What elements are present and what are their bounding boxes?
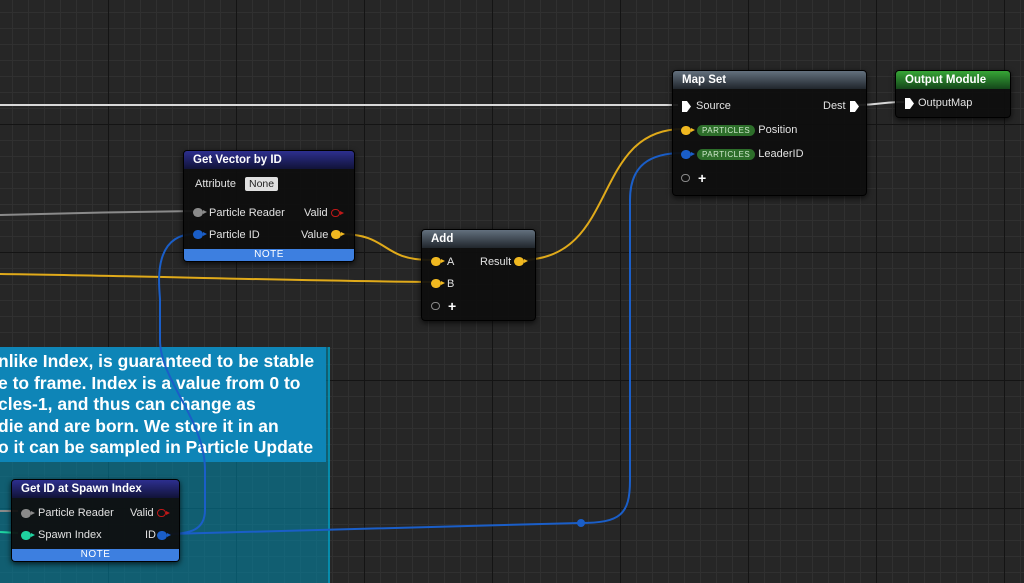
particle-reader-pin[interactable] (193, 208, 207, 217)
attribute-label: Attribute (195, 178, 236, 190)
position-label: Position (758, 124, 798, 136)
output-map-label: OutputMap (918, 97, 973, 109)
b-wire (0, 273, 432, 283)
map-set-node[interactable]: Map Set Source Dest PARTICLES Position P… (672, 70, 867, 196)
particle-id-wire (158, 233, 206, 535)
result-pin[interactable] (514, 257, 528, 266)
add-pin-plus-icon[interactable]: + (448, 298, 457, 314)
particles-tag: PARTICLES (697, 124, 756, 136)
valid-pin[interactable] (157, 509, 170, 517)
valid-pin[interactable] (331, 209, 344, 217)
note-bar[interactable]: NOTE (184, 249, 354, 261)
reader-wire (0, 210, 198, 216)
source-exec-pin[interactable] (682, 101, 691, 112)
attribute-combo[interactable]: None (245, 177, 279, 191)
particle-reader-label: Particle Reader (38, 507, 114, 519)
source-label: Source (696, 100, 731, 112)
node-title[interactable]: Add (422, 230, 535, 248)
particle-id-pin[interactable] (193, 230, 207, 239)
output-map-exec-pin[interactable] (905, 98, 914, 109)
node-title[interactable]: Get Vector by ID (184, 151, 354, 169)
leader-id-pin[interactable] (681, 150, 695, 159)
particle-reader-label: Particle Reader (209, 207, 285, 219)
leader-id-row: PARTICLES LeaderID (697, 147, 804, 161)
spawn-index-pin[interactable] (21, 531, 35, 540)
leader-id-label: LeaderID (758, 148, 804, 160)
add-pin-socket[interactable] (431, 302, 440, 310)
b-label: B (447, 278, 455, 290)
dest-label: Dest (823, 100, 846, 112)
particle-id-label: Particle ID (209, 229, 260, 241)
valid-label: Valid (304, 207, 328, 219)
get-vector-by-id-node[interactable]: Get Vector by ID Attribute None Particle… (183, 150, 355, 262)
output-module-node[interactable]: Output Module OutputMap (895, 70, 1011, 118)
value-label: Value (301, 229, 329, 241)
reroute-knot (577, 519, 585, 527)
valid-label: Valid (130, 507, 154, 519)
add-pin-socket[interactable] (681, 174, 690, 182)
dest-exec-pin[interactable] (850, 101, 859, 112)
result-label: Result (480, 256, 512, 268)
particles-tag: PARTICLES (697, 148, 756, 160)
spawn-index-label: Spawn Index (38, 529, 102, 541)
a-pin[interactable] (431, 257, 445, 266)
node-title[interactable]: Map Set (673, 71, 866, 89)
get-id-at-spawn-index-node[interactable]: Get ID at Spawn Index Particle Reader Va… (11, 479, 180, 562)
value-pin[interactable] (331, 230, 345, 239)
comment-text: nlike Index, is guaranteed to be stable … (0, 351, 315, 457)
comment-header[interactable]: nlike Index, is guaranteed to be stable … (0, 347, 326, 462)
b-pin[interactable] (431, 279, 445, 288)
a-label: A (447, 256, 455, 268)
add-pin-plus-icon[interactable]: + (698, 170, 707, 186)
result-wire (520, 128, 684, 261)
note-bar[interactable]: NOTE (12, 549, 179, 561)
comment-box[interactable]: nlike Index, is guaranteed to be stable … (0, 347, 330, 583)
node-title[interactable]: Output Module (896, 71, 1010, 89)
id-wire (167, 152, 684, 535)
particle-reader-pin[interactable] (21, 509, 35, 518)
add-node[interactable]: Add A Result B + (421, 229, 536, 321)
id-label: ID (145, 529, 156, 541)
position-row: PARTICLES Position (697, 123, 797, 137)
node-title[interactable]: Get ID at Spawn Index (12, 480, 179, 498)
id-pin[interactable] (157, 531, 171, 540)
position-pin[interactable] (681, 126, 695, 135)
